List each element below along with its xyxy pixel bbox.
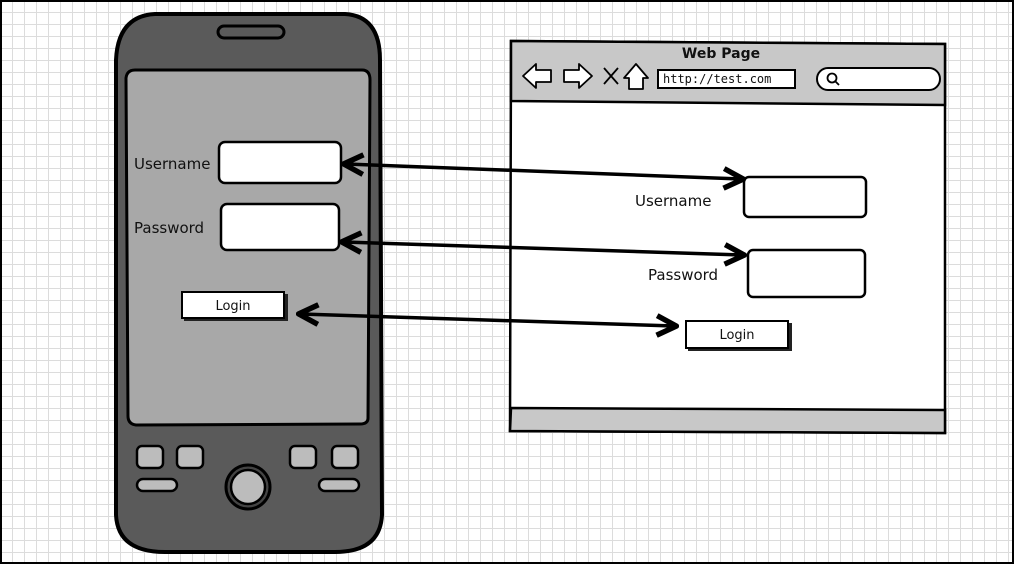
web-username-label: Username (635, 192, 711, 210)
key-1[interactable] (135, 444, 165, 470)
arrow-left-icon[interactable] (522, 63, 552, 89)
phone-login-label: Login (215, 299, 250, 314)
username-mapping-arrow (346, 164, 741, 179)
phone-username-label: Username (134, 155, 210, 173)
address-url: http://test.com (663, 72, 771, 86)
web-login-label: Login (719, 328, 754, 343)
phone-password-label: Password (134, 219, 204, 237)
call-key[interactable] (135, 477, 179, 493)
end-key[interactable] (317, 477, 361, 493)
browser-statusbar (508, 406, 947, 435)
web-password-input[interactable] (746, 248, 867, 299)
mapping-arrows (301, 164, 742, 326)
home-icon[interactable] (623, 63, 649, 90)
web-password-label: Password (648, 266, 718, 284)
browser-title: Web Page (682, 46, 760, 62)
key-4[interactable] (330, 444, 360, 470)
web-username-input[interactable] (742, 175, 868, 219)
phone-login-button[interactable]: Login (181, 291, 288, 321)
speaker-slot (216, 24, 286, 40)
phone-device: Username Password Login (114, 12, 385, 554)
password-mapping-arrow (344, 242, 742, 255)
search-icon (826, 72, 840, 86)
phone-username-input[interactable] (217, 140, 343, 185)
key-3[interactable] (288, 444, 318, 470)
web-login-button[interactable]: Login (685, 320, 792, 351)
phone-password-input[interactable] (219, 202, 341, 252)
key-2[interactable] (175, 444, 205, 470)
browser-search-input[interactable] (816, 67, 941, 91)
browser-window: Web Page http://test.com Username Passwo… (508, 39, 947, 435)
close-icon[interactable] (603, 67, 619, 85)
address-bar[interactable] (657, 69, 796, 89)
login-mapping-arrow (301, 314, 674, 326)
trackball[interactable] (229, 468, 267, 506)
arrow-right-icon[interactable] (563, 63, 593, 89)
